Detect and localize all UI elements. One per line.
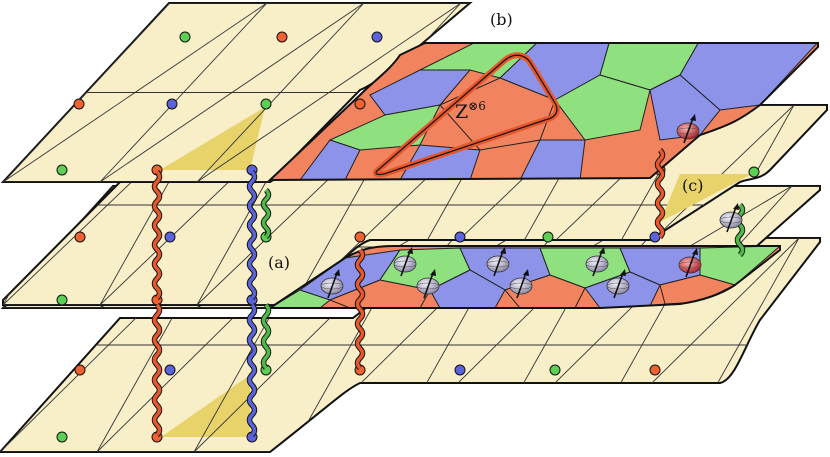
lattice-vertex [56, 294, 68, 306]
label-c: (c) [682, 176, 703, 195]
lattice-vertex [371, 31, 383, 43]
operator-exponent: ⊗6 [468, 99, 486, 113]
spin-arrow [726, 206, 737, 233]
grid-line [3, 3, 268, 182]
hex-tile-blue [519, 139, 586, 180]
region-outline-lower [266, 245, 781, 309]
lattice-vertex [542, 231, 554, 243]
grid-line [196, 3, 462, 182]
spin-arrow [592, 250, 603, 277]
spin-arrowhead [620, 269, 626, 276]
spin [320, 269, 344, 299]
spin-arrowhead [690, 114, 696, 121]
hex-tile-green [554, 74, 651, 141]
hex-tile-blue [649, 74, 721, 141]
grid-line [99, 3, 268, 182]
spin-arrow [493, 250, 504, 277]
lattice-vertex [56, 164, 68, 176]
spin-arrowhead [733, 203, 739, 210]
spin-excited [678, 248, 702, 278]
interlayer-wires [151, 148, 746, 437]
lattice-vertex [354, 98, 366, 110]
grid-line [196, 3, 365, 182]
hex-tiles-top [270, 43, 818, 180]
label-a: (a) [268, 253, 290, 272]
region-outline-top [267, 42, 819, 182]
spin-arrow [516, 272, 527, 299]
wire-blue [247, 303, 257, 437]
highlight-triangle-bottom [161, 375, 250, 437]
spin-excited [676, 114, 700, 144]
grid-line [779, 3, 830, 182]
hex-tile-blue [369, 69, 472, 116]
label-b: (b) [490, 10, 513, 29]
hex-tile-blue [299, 139, 361, 180]
lattice-vertex [649, 364, 661, 376]
lattice-vertex [166, 98, 178, 110]
spins [320, 114, 743, 299]
grid-line [0, 238, 24, 452]
lattice-vertex [164, 364, 176, 376]
spin [606, 269, 630, 299]
spin-arrowhead [407, 247, 413, 254]
lattice-vertex [73, 98, 85, 110]
spin [393, 247, 417, 277]
lattice-vertex [164, 231, 176, 243]
hex-tile-red [504, 274, 586, 308]
spin [486, 247, 510, 277]
grid-line [0, 238, 24, 452]
wire-green [735, 203, 745, 257]
z-operator-loop-outline [375, 54, 558, 176]
lattice-vertex [454, 231, 466, 243]
wire-blue [247, 170, 257, 300]
highlight-triangle-c [660, 174, 752, 222]
spin-arrow [400, 250, 411, 277]
lattice-vertex [56, 431, 68, 443]
lattice-vertex [74, 231, 86, 243]
grid-line [3, 105, 19, 305]
spin-arrowhead [334, 269, 340, 276]
spin-arrow [683, 117, 694, 144]
wire-green [261, 188, 271, 239]
lattice-vertex [748, 166, 760, 178]
grid-line [3, 105, 19, 305]
wire-red [152, 170, 162, 300]
spin-arrow [327, 272, 338, 299]
hex-tile-blue [429, 269, 506, 308]
hex-tile-red [328, 279, 431, 308]
grid-line [99, 3, 365, 182]
spin-arrowhead [500, 247, 506, 254]
wire-green [261, 303, 271, 370]
lattice-vertex [354, 231, 366, 243]
lattice-vertex [74, 364, 86, 376]
spin-arrow [423, 272, 434, 299]
wire-red [355, 248, 365, 370]
spin-arrowhead [692, 248, 698, 255]
operator-base: Z [455, 101, 468, 123]
wire-red [655, 148, 665, 239]
lattice-vertex [649, 231, 661, 243]
wire-red [152, 303, 162, 437]
spin-arrowhead [599, 247, 605, 254]
spin-arrow [685, 251, 696, 278]
spin-arrowhead [430, 269, 436, 276]
grid-line [3, 3, 171, 182]
grid-line [779, 3, 830, 182]
spin [585, 247, 609, 277]
highlight-triangle-top [160, 107, 265, 170]
lattice-vertex [276, 31, 288, 43]
lattice-vertex [179, 31, 191, 43]
lattice-vertex [549, 364, 561, 376]
spin [719, 203, 743, 233]
lattice-vertex [454, 364, 466, 376]
spin-arrow [613, 272, 624, 299]
operator-label: Z⊗6 [455, 99, 486, 123]
spin [416, 269, 440, 299]
spin [509, 269, 533, 299]
spin-arrowhead [523, 269, 529, 276]
lattice-vertex [260, 98, 272, 110]
